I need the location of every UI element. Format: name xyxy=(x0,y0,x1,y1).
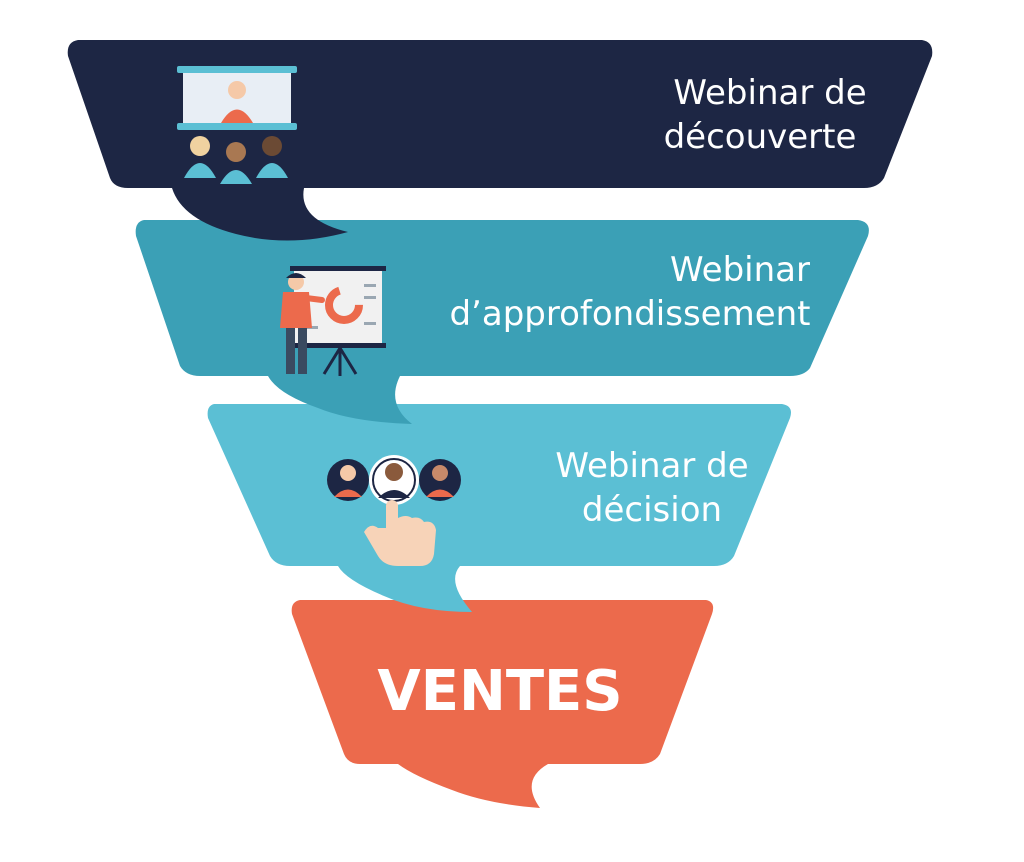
funnel-stage-decision: Webinar de décision xyxy=(207,404,792,612)
funnel-stage-deepening: Webinar d’approfondissement xyxy=(135,220,869,424)
funnel-stage-sales: VENTES xyxy=(291,600,714,808)
funnel-stage-discovery: Webinar de découverte xyxy=(67,40,933,241)
funnel-band-decision xyxy=(207,404,792,612)
decision-label-line2: décision xyxy=(582,490,722,530)
select-person-icon xyxy=(327,455,461,566)
discovery-label-line1: Webinar de xyxy=(673,73,866,113)
decision-label-line1: Webinar de xyxy=(555,446,748,486)
sales-label: VENTES xyxy=(377,659,622,724)
discovery-label-line2: découverte xyxy=(664,117,857,157)
presenter-board-icon xyxy=(280,266,386,376)
deepening-label-line2: d’approfondissement xyxy=(449,294,810,334)
video-conference-icon xyxy=(177,66,297,184)
deepening-label-line1: Webinar xyxy=(670,250,810,290)
funnel-band-sales xyxy=(291,600,714,808)
